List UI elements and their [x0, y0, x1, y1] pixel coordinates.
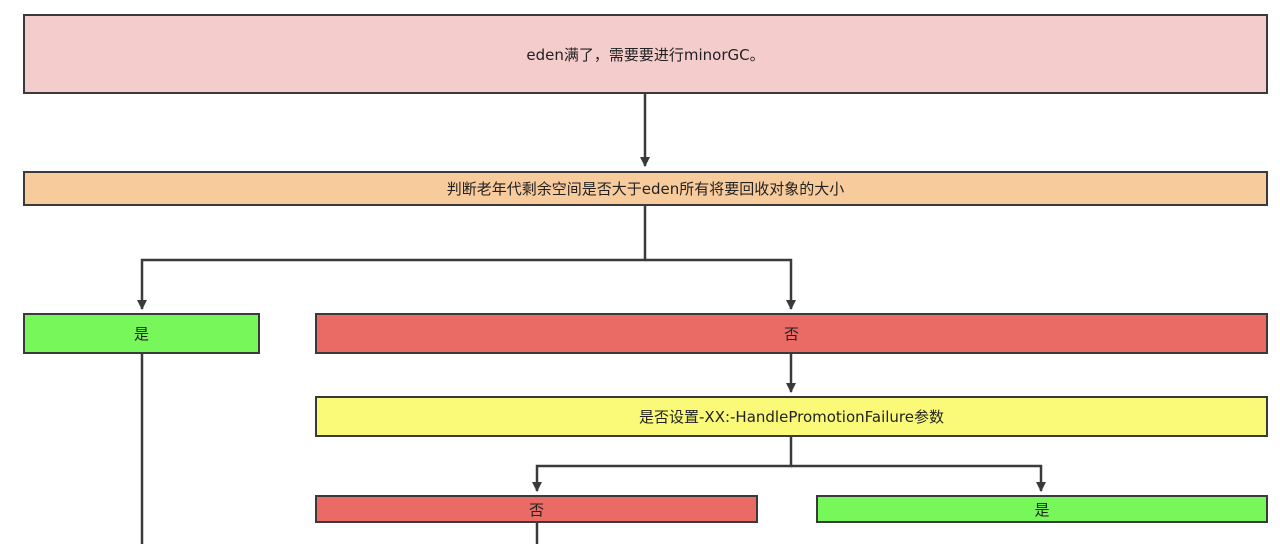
edge-check-to-no	[645, 258, 796, 310]
edge-param-to-yes	[791, 464, 1046, 492]
node-eden-full: eden满了，需要要进行minorGC。	[23, 14, 1268, 94]
node-check-old-space: 判断老年代剩余空间是否大于eden所有将要回收对象的大小	[23, 171, 1268, 206]
node-yes-1: 是	[23, 313, 260, 354]
edge-param-to-no	[532, 437, 793, 492]
node-yes-2-label: 是	[1034, 500, 1050, 519]
node-check-param: 是否设置-XX:-HandlePromotionFailure参数	[315, 396, 1268, 437]
node-eden-full-label: eden满了，需要要进行minorGC。	[526, 45, 765, 64]
node-no-1: 否	[315, 313, 1268, 354]
node-yes-1-label: 是	[133, 325, 149, 343]
node-no-2: 否	[315, 495, 758, 523]
node-no-1-label: 否	[783, 325, 799, 343]
node-check-param-label: 是否设置-XX:-HandlePromotionFailure参数	[639, 408, 944, 426]
node-yes-2: 是	[816, 495, 1268, 523]
node-no-2-label: 否	[528, 500, 544, 519]
node-check-old-space-label: 判断老年代剩余空间是否大于eden所有将要回收对象的大小	[446, 180, 845, 198]
edge-check-to-yes	[137, 206, 647, 310]
